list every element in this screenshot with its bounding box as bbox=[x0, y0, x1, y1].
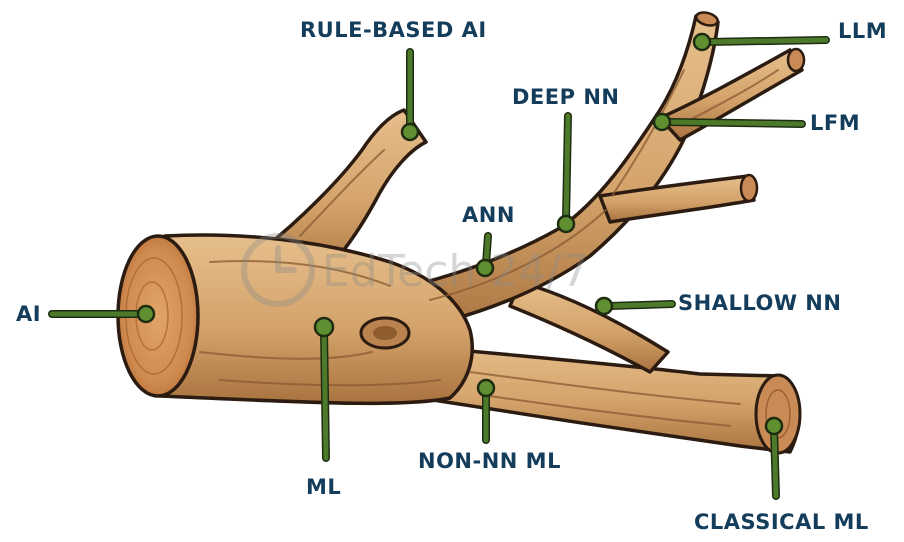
shallow-nn-label: SHALLOW NN bbox=[678, 291, 841, 315]
non-nn-ml-label: NON-NN ML bbox=[418, 449, 561, 473]
lfm-label: LFM bbox=[810, 111, 860, 135]
ml-label: ML bbox=[306, 475, 341, 499]
llm-label: LLM bbox=[838, 19, 887, 43]
ai-label: AI bbox=[16, 302, 41, 326]
ml-pin bbox=[315, 318, 333, 336]
classical-ml-label: CLASSICAL ML bbox=[694, 510, 869, 534]
shallow-nn-pin bbox=[596, 298, 612, 314]
deep-nn-label: DEEP NN bbox=[512, 85, 619, 109]
ai-pin bbox=[138, 306, 154, 322]
ann-pin bbox=[477, 260, 493, 276]
watermark-text: EdTech 24/7 bbox=[322, 246, 589, 297]
rule-based-ai-label: RULE-BASED AI bbox=[300, 18, 487, 42]
ann-label: ANN bbox=[462, 203, 515, 227]
non-nn-ml-pin bbox=[478, 380, 494, 396]
deep-nn-pin bbox=[558, 216, 574, 232]
classical-ml-pin bbox=[766, 418, 782, 434]
rule-based-ai-pin bbox=[402, 124, 418, 140]
lfm-pin bbox=[654, 114, 670, 130]
log-illustration bbox=[118, 10, 804, 453]
llm-pin bbox=[694, 34, 710, 50]
